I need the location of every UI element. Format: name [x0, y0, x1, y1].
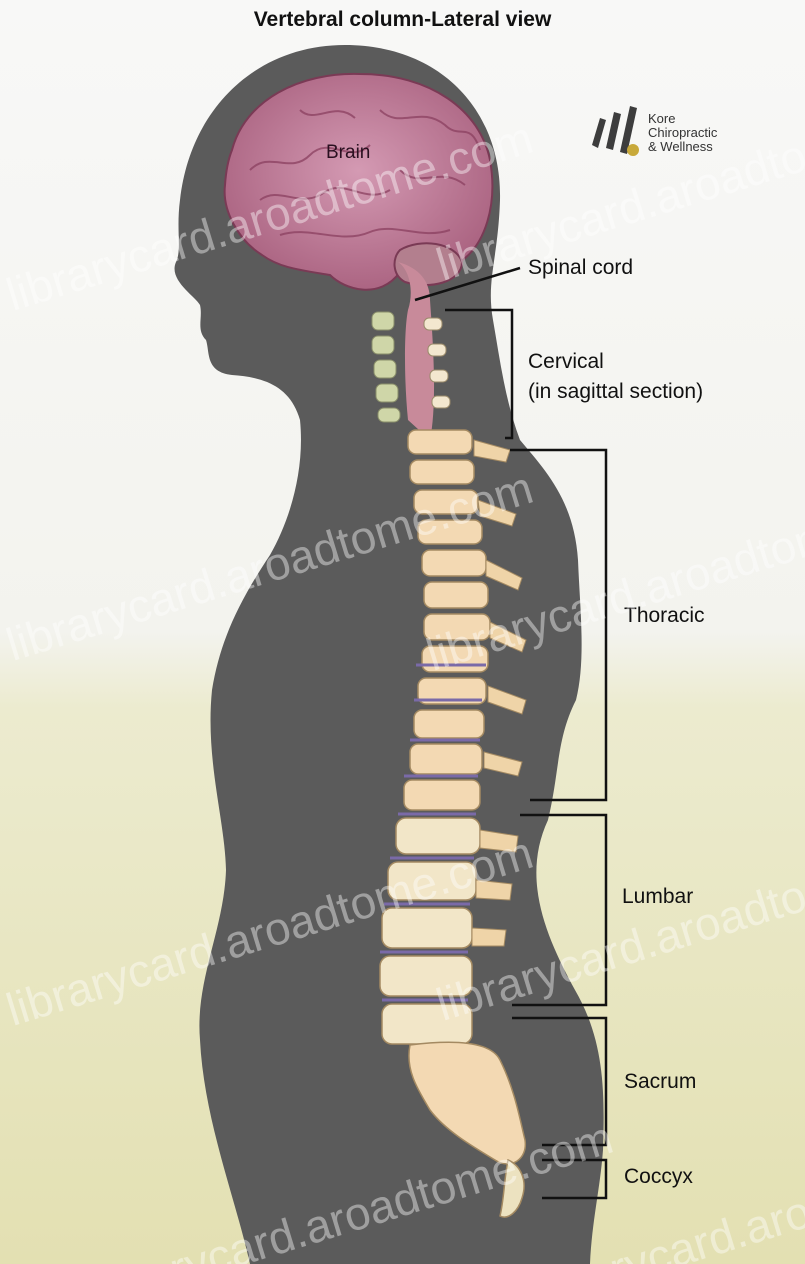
label-sacrum: Sacrum: [624, 1070, 696, 1094]
logo-text: Kore Chiropractic & Wellness: [648, 112, 717, 154]
diagram-title: Vertebral column-Lateral view: [0, 8, 805, 32]
label-coccyx: Coccyx: [624, 1165, 693, 1189]
label-brain: Brain: [326, 142, 370, 164]
label-spinal-cord: Spinal cord: [528, 256, 633, 280]
logo-line-2: Chiropractic: [648, 126, 717, 140]
label-lumbar: Lumbar: [622, 885, 693, 909]
label-cervical: Cervical: [528, 350, 604, 374]
logo-line-3: & Wellness: [648, 140, 717, 154]
label-cervical-sub: (in sagittal section): [528, 380, 703, 404]
cerebellum: [395, 243, 462, 285]
label-thoracic: Thoracic: [624, 604, 705, 628]
logo-line-1: Kore: [648, 112, 717, 126]
